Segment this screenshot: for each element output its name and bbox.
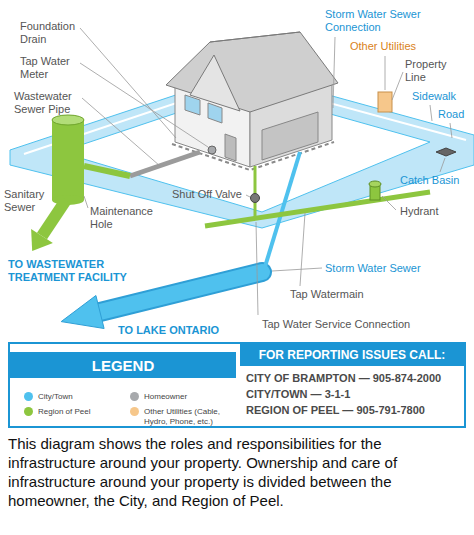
- legend-item: Homeowner: [130, 392, 187, 402]
- part-label: Foundation Drain: [20, 20, 86, 46]
- phone-number: CITY/TOWN — 3-1-1: [246, 388, 350, 401]
- part-label: Tap Watermain: [290, 288, 364, 301]
- part-label: TO WASTEWATER TREATMENT FACILITY: [8, 258, 132, 284]
- legend-swatch: [24, 407, 33, 416]
- phone-number: REGION OF PEEL — 905-791-7800: [246, 404, 425, 417]
- part-label: Wastewater Sewer Pipe: [14, 90, 82, 116]
- part-label: Road: [438, 108, 464, 121]
- legend-panel: CITY OF BRAMPTON — 905-874-2000CITY/TOWN…: [8, 342, 466, 428]
- part-label: Tap Water Meter: [20, 55, 80, 81]
- maintenance-hole: [52, 120, 84, 200]
- phone-number: CITY OF BRAMPTON — 905-874-2000: [246, 372, 441, 385]
- water-meter: [208, 146, 216, 154]
- legend-text: Homeowner: [144, 392, 187, 402]
- shut-off-valve: [251, 194, 260, 203]
- part-label: Sidewalk: [412, 90, 456, 103]
- storm-arrow-head: [61, 296, 104, 329]
- legend-text: Other Utilities (Cable, Hydro, Phone, et…: [144, 407, 234, 427]
- legend-swatch: [24, 392, 33, 401]
- part-label: Shut Off Valve: [172, 188, 242, 201]
- part-label: Catch Basin: [400, 174, 459, 187]
- legend-item: Region of Peel: [24, 407, 90, 417]
- legend-swatch: [130, 392, 139, 401]
- part-label: Storm Water Sewer: [325, 262, 421, 275]
- garage-door: [262, 112, 318, 160]
- legend-text: Region of Peel: [38, 407, 90, 417]
- band-text: FOR REPORTING ISSUES CALL:: [259, 348, 446, 362]
- leader-lines: [80, 28, 452, 315]
- sanitary-pipe: [84, 166, 130, 176]
- service-connection: [254, 166, 257, 217]
- part-label: Hydrant: [400, 205, 439, 218]
- utility-pedestal: [378, 92, 392, 112]
- maintenance-hole-top: [52, 115, 84, 125]
- front-door: [225, 134, 236, 161]
- part-label: TO LAKE ONTARIO: [118, 324, 219, 337]
- legend-heading-band: LEGEND: [10, 352, 236, 378]
- part-label: Tap Water Service Connection: [262, 318, 410, 331]
- sanitary-arrow-shaft: [42, 200, 66, 236]
- legend-text: City/Town: [38, 392, 73, 402]
- part-label: Other Utilities: [350, 40, 416, 53]
- roof-ridge: [210, 32, 300, 42]
- sanitary-arrow-head: [31, 229, 53, 251]
- wastewater-pipe: [130, 152, 200, 176]
- band-text: LEGEND: [92, 357, 155, 374]
- legend-item: City/Town: [24, 392, 73, 402]
- legend-swatch: [130, 407, 139, 416]
- catch-basin: [436, 148, 456, 156]
- legend-item: Other Utilities (Cable, Hydro, Phone, et…: [130, 407, 234, 427]
- part-label: Property Line: [405, 58, 457, 84]
- report-heading-band: FOR REPORTING ISSUES CALL:: [240, 344, 464, 366]
- part-label: Maintenance Hole: [90, 205, 160, 231]
- hydrant-cap: [369, 181, 381, 187]
- part-label: Sanitary Sewer: [4, 188, 54, 214]
- roof-gable: [190, 55, 240, 111]
- window: [208, 103, 222, 123]
- roof: [166, 32, 338, 112]
- caption: This diagram shows the roles and respons…: [8, 434, 466, 510]
- part-label: Storm Water Sewer Connection: [325, 8, 433, 34]
